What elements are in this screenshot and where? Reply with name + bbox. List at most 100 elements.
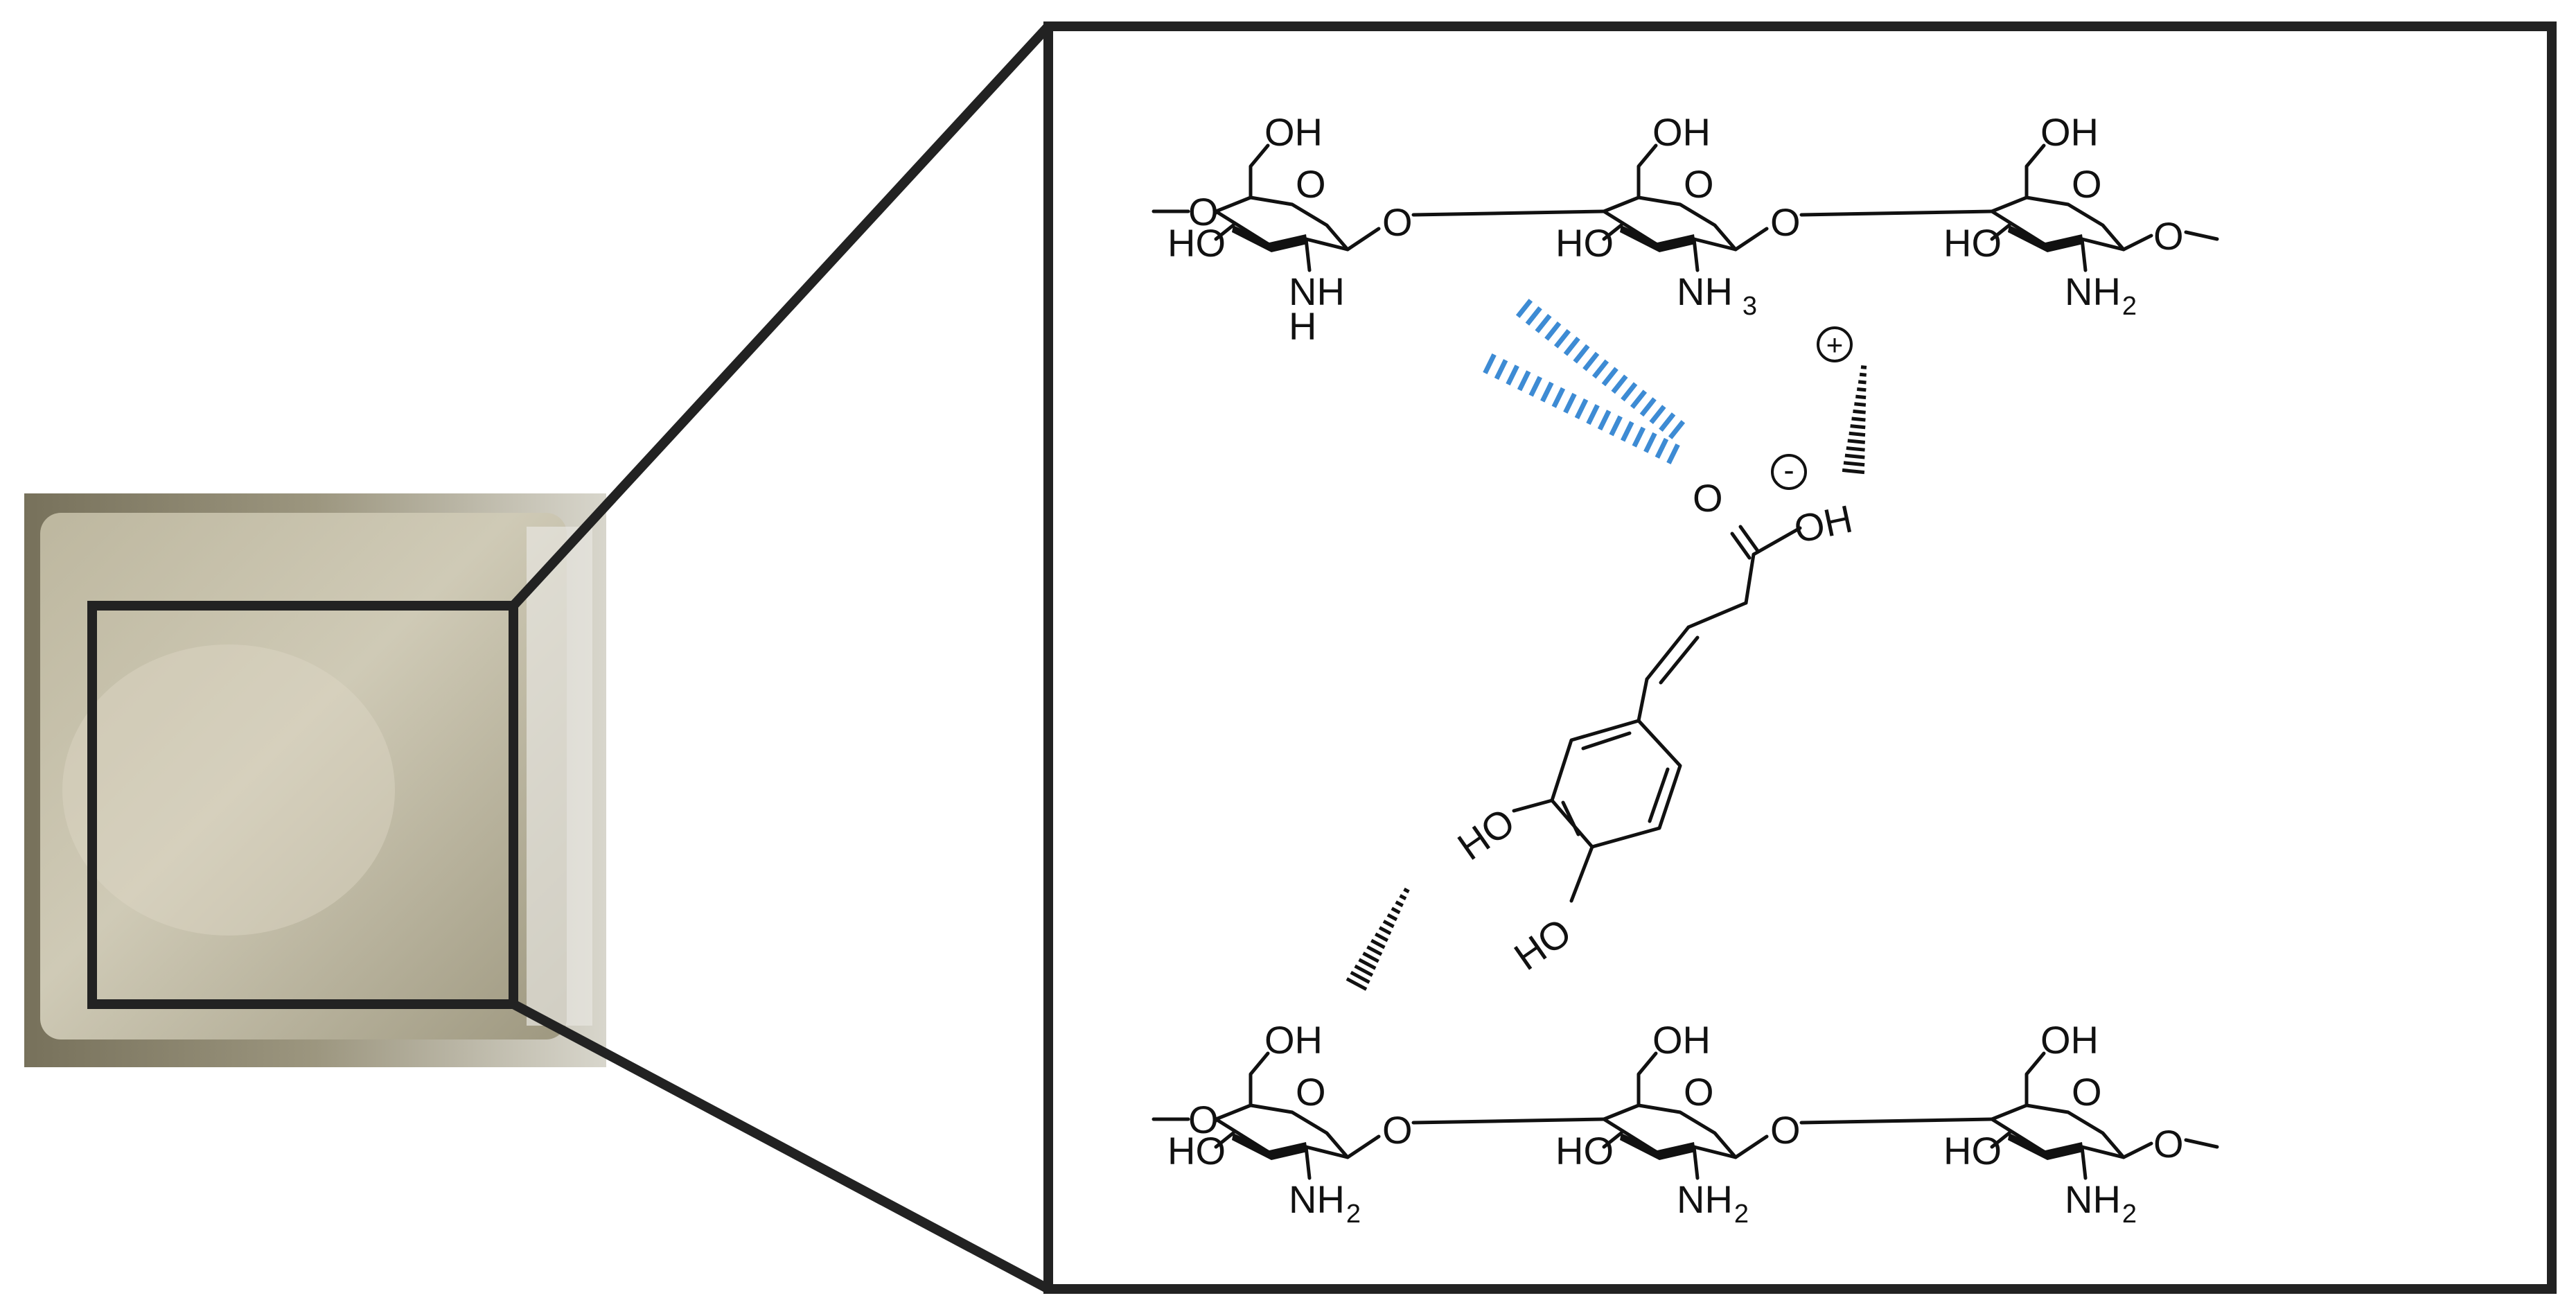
oh-label: OH: [1264, 1018, 1323, 1062]
ionic-dash: [1639, 397, 1657, 417]
ho-label: HO: [1167, 221, 1226, 265]
ho-bond: [1990, 223, 2011, 241]
hbond-dash: [1858, 380, 1867, 385]
ionic-dash: [1563, 336, 1580, 356]
ionic-interaction-dashes: [1483, 299, 1686, 465]
negative-charge-sign: -: [1783, 452, 1794, 488]
oh-label: OH: [1652, 110, 1711, 154]
hbond-dash: [1843, 461, 1865, 467]
ionic-dash: [1632, 426, 1646, 448]
ho-label: HO: [1943, 1129, 2002, 1173]
hydrogen-bond-bottom: [1346, 887, 1410, 991]
ring-front-wedge: [1620, 225, 1695, 252]
glycosidic-bond: [1733, 1117, 1994, 1159]
n-bond: [1304, 237, 1312, 272]
positive-charge-sign: +: [1826, 328, 1844, 361]
zoom-line-bottom: [511, 999, 1051, 1294]
hbond-dash: [1362, 951, 1379, 963]
glycosidic-o-label: O: [1770, 200, 1801, 244]
ionic-dash: [1621, 382, 1638, 402]
ionic-dash: [1591, 359, 1609, 379]
n-bond: [2080, 237, 2088, 272]
hbond-dash: [1860, 365, 1867, 369]
hbond-dash: [1854, 402, 1867, 407]
film-surface: [40, 513, 567, 1039]
carboxyl-c-oh-bond: [1752, 526, 1802, 556]
ho-bond: [1990, 1131, 2011, 1149]
alkene-single-1: [1686, 601, 1748, 629]
terminal-o-right: O: [2153, 214, 2184, 258]
hbond-dash: [1386, 913, 1398, 922]
ionic-dash: [1659, 412, 1676, 432]
ionic-dash: [1515, 299, 1533, 318]
ch2oh-bond: [1249, 143, 1270, 200]
ch2oh-bond: [2024, 143, 2046, 200]
zoom-line-top: [509, 23, 1052, 609]
ionic-dash: [1553, 328, 1571, 349]
ring-front-wedge: [2008, 225, 2083, 252]
ring-front-wedge: [1232, 1133, 1307, 1160]
ionic-dash: [1535, 313, 1552, 333]
ionic-dash: [1494, 359, 1508, 380]
ring-front-wedge: [2008, 1133, 2083, 1160]
hydrogen-bond-top: [1842, 365, 1867, 475]
ionic-dash: [1630, 389, 1648, 410]
ring-oxygen-label: O: [2072, 162, 2102, 206]
ring-oxygen-label: O: [1684, 1070, 1714, 1114]
ho-bond: [1214, 1131, 1235, 1149]
ionic-dash: [1574, 398, 1589, 420]
ionic-dash: [1563, 392, 1577, 414]
amine-label: NH: [1289, 270, 1345, 313]
hbond-dash: [1842, 468, 1865, 475]
ionic-dash: [1586, 404, 1600, 425]
alkene-single-2: [1637, 677, 1649, 723]
carbonyl-double-bond: [1730, 525, 1760, 560]
ho-label: HO: [1943, 221, 2002, 265]
hbond-dash: [1846, 446, 1865, 452]
hbond-dash: [1850, 424, 1866, 430]
ch2oh-bond: [2024, 1051, 2046, 1107]
ionic-dash: [1597, 410, 1612, 431]
hbond-dash: [1399, 894, 1407, 901]
ring-oh-bond-2: [1569, 845, 1594, 903]
ionic-dash: [1621, 421, 1634, 442]
oh-label: OH: [1652, 1018, 1711, 1062]
oh-label: OH: [2040, 1018, 2099, 1062]
hbond-dash: [1847, 439, 1866, 444]
n-bond: [1304, 1145, 1312, 1180]
hbond-dash: [1395, 900, 1404, 908]
ionic-dash: [1551, 387, 1566, 408]
glycosidic-bond: [1733, 209, 1994, 252]
negative-charge: -: [1771, 452, 1807, 490]
ho-label: HO: [1167, 1129, 1226, 1173]
film-glare: [62, 644, 395, 936]
ring-front-wedge: [1620, 1133, 1695, 1160]
ch2oh-bond: [1637, 143, 1658, 200]
glycosidic-o-label: O: [1382, 1108, 1413, 1152]
hbond-dash: [1855, 394, 1867, 400]
ho-label: HO: [1555, 221, 1614, 265]
film-sheen: [527, 527, 592, 1026]
ionic-dash: [1643, 432, 1657, 453]
terminal-o-right: O: [2153, 1122, 2184, 1166]
glycosidic-o-label: O: [1382, 200, 1413, 244]
chain-terminal-right: [2121, 1138, 2219, 1159]
ho-bond: [1602, 1131, 1623, 1149]
n-bond: [2080, 1145, 2088, 1180]
hbond-dash: [1844, 453, 1865, 459]
ionic-dash: [1611, 374, 1628, 394]
ionic-dash: [1666, 443, 1680, 465]
ch2oh-bond: [1637, 1051, 1658, 1107]
terminal-o-left: O: [1188, 190, 1219, 234]
ho-label: HO: [1555, 1129, 1614, 1173]
hbond-dash: [1391, 906, 1401, 915]
ionic-dash: [1483, 353, 1497, 375]
ionic-dash: [1544, 321, 1562, 341]
hbond-dash: [1382, 920, 1395, 929]
glycosidic-bond: [1346, 209, 1606, 252]
alkene-double: [1645, 625, 1700, 685]
carboxyl-c-chain-bond: [1744, 552, 1756, 605]
